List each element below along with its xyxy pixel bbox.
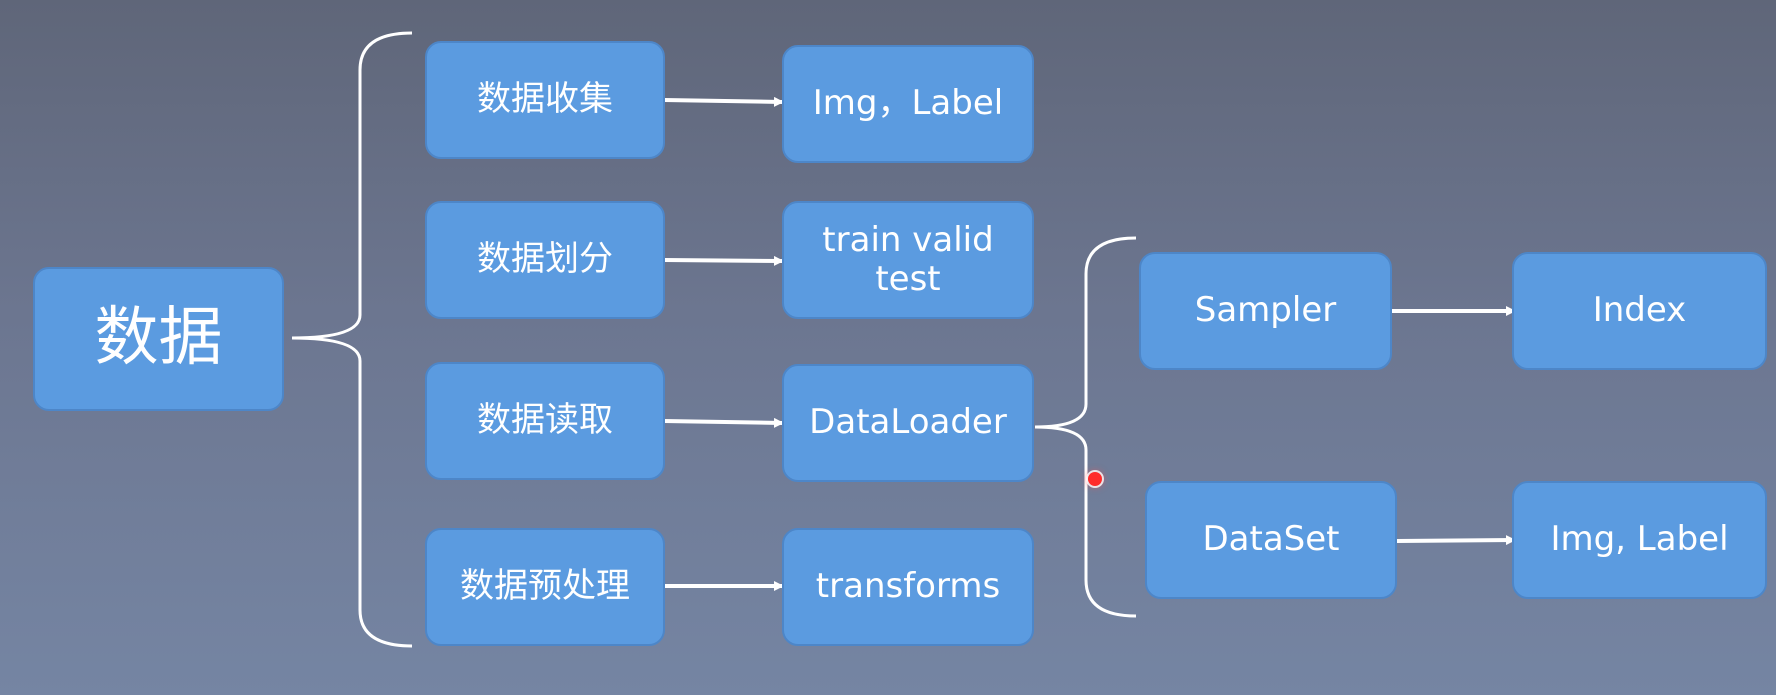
step-node-data-reading: 数据读取 xyxy=(425,362,665,480)
dataloader-brace xyxy=(1034,236,1137,618)
arrow-split-to-train-valid-test xyxy=(663,255,784,266)
arrow-read-to-dataloader xyxy=(663,417,784,428)
step-node-data-collection: 数据收集 xyxy=(425,41,665,159)
arrow-dataset-to-img-label xyxy=(1395,535,1516,546)
dataloader-output-img-label: Img, Label xyxy=(1512,481,1767,599)
root-brace xyxy=(291,31,413,648)
step-node-data-split: 数据划分 xyxy=(425,201,665,319)
dataloader-part-dataset: DataSet xyxy=(1145,481,1397,599)
output-node-dataloader: DataLoader xyxy=(782,364,1034,482)
output-node-img-label: Img，Label xyxy=(782,45,1034,163)
dataloader-output-index: Index xyxy=(1512,252,1767,370)
dataloader-part-sampler: Sampler xyxy=(1139,252,1392,370)
root-node-box: 数据 xyxy=(33,267,284,411)
output-node-transforms: transforms xyxy=(782,528,1034,646)
output-node-train-valid-test: train valid test xyxy=(782,201,1034,319)
step-node-data-preprocessing: 数据预处理 xyxy=(425,528,665,646)
pointer-dot-icon xyxy=(1088,472,1102,486)
arrow-collect-to-img-label xyxy=(663,96,784,107)
